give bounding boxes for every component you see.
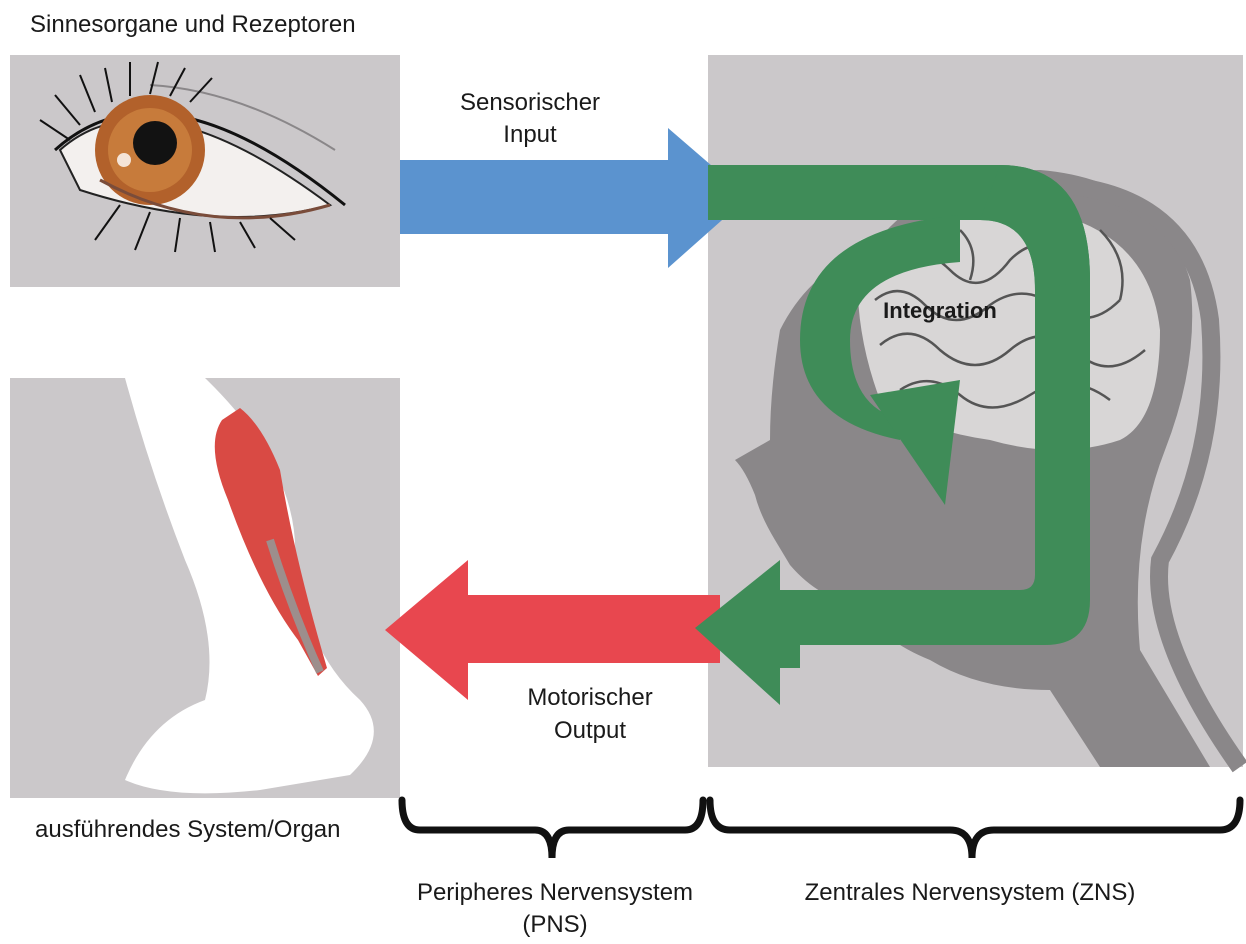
cns-label: Zentrales Nervensystem (ZNS) — [770, 878, 1170, 908]
sensory-input-label-line1: Sensorischer — [420, 88, 640, 118]
pns-brace — [402, 800, 703, 858]
cns-brace — [710, 800, 1240, 858]
pns-label-line1: Peripheres Nervensystem — [390, 878, 720, 908]
motor-output-label-line1: Motorischer — [480, 683, 700, 713]
motor-output-label-line2: Output — [480, 716, 700, 746]
sense-organs-label: Sinnesorgane und Rezeptoren — [30, 10, 356, 40]
pns-label-line2: (PNS) — [390, 910, 720, 940]
sensory-input-label-line2: Input — [420, 120, 640, 150]
effector-label: ausführendes System/Organ — [35, 815, 341, 845]
integration-label: Integration — [840, 296, 1040, 326]
motor-output-arrow — [385, 560, 720, 700]
